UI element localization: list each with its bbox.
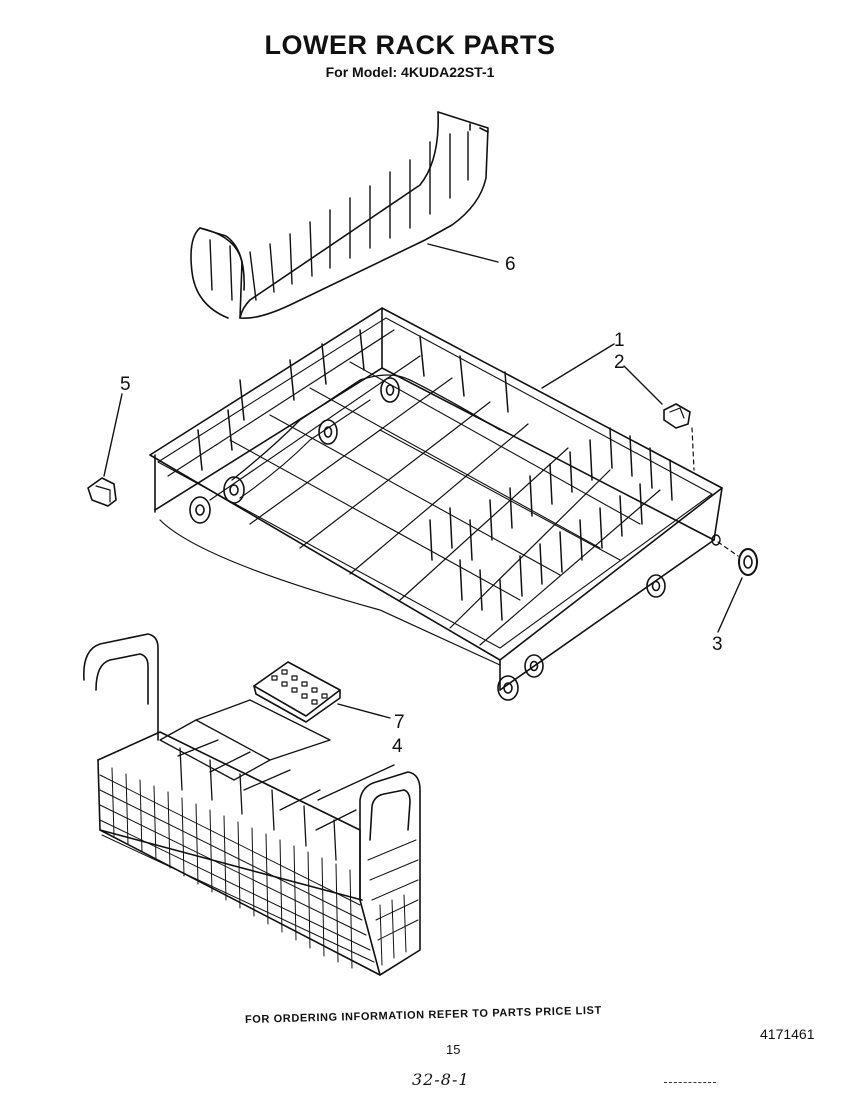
lower-rack — [149, 307, 723, 701]
document-number: 4171461 — [760, 1026, 815, 1042]
callout-7: 7 — [394, 712, 405, 733]
callout-3: 3 — [712, 634, 723, 655]
callout-5: 5 — [120, 374, 131, 395]
silverware-basket — [83, 633, 421, 976]
leader-lines — [103, 243, 743, 801]
fold-down-tine-row — [190, 111, 489, 320]
rack-clip — [663, 403, 695, 471]
page-title: LOWER RACK PARTS — [264, 30, 556, 60]
model-subtitle: For Model: 4KUDA22ST-1 — [325, 64, 495, 80]
callout-numbers: 1 2 3 4 5 6 7 — [120, 254, 723, 757]
callout-1: 1 — [614, 330, 625, 351]
basket-cover — [253, 661, 341, 723]
page-number: 15 — [446, 1042, 461, 1057]
callout-2: 2 — [614, 352, 625, 373]
margin-dash — [664, 1082, 716, 1083]
rack-wheel — [711, 534, 758, 576]
callout-4: 4 — [392, 736, 403, 757]
handwritten-mark: 32-8-1 — [412, 1070, 470, 1089]
stop-clip — [87, 477, 117, 507]
callout-6: 6 — [505, 254, 516, 275]
